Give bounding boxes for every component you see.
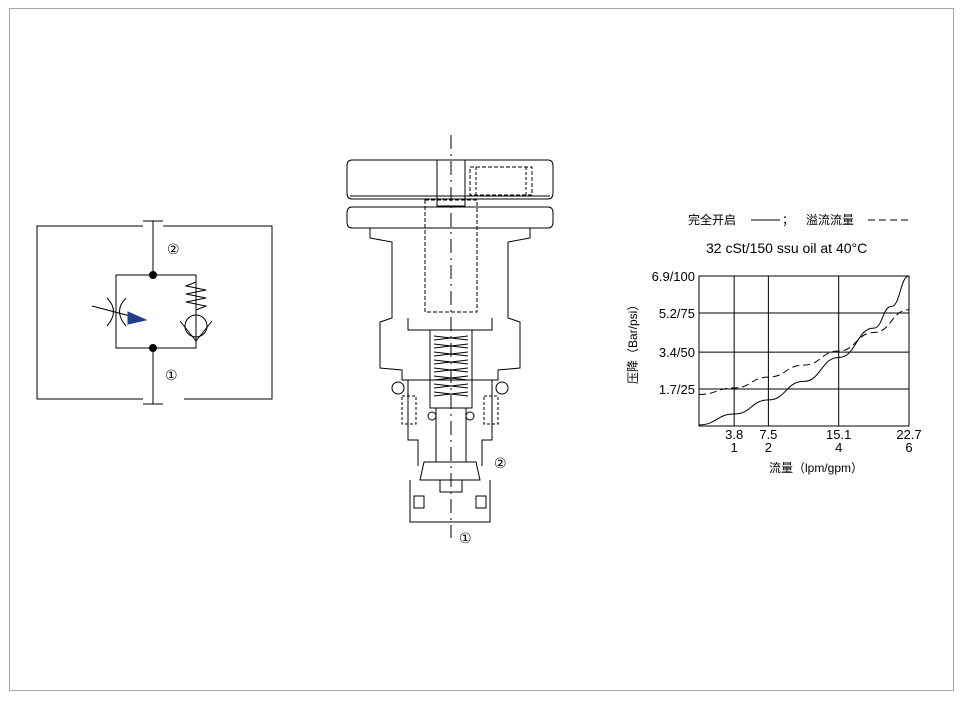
adjust-arrow-line	[91, 305, 135, 318]
symbol-envelope-left	[36, 225, 143, 400]
lock-nut	[346, 206, 554, 229]
poppet-ball-left	[427, 411, 437, 421]
page-frame	[9, 8, 954, 691]
chart-subtitle: 32 cSt/150 ssu oil at 40°C	[706, 240, 867, 256]
lower-o-ring-right	[475, 495, 487, 509]
valve-body	[369, 228, 531, 381]
x-tick-label-gpm: 1	[731, 440, 738, 455]
chart: 完全开启 ； 溢流流量 32 cSt/150 ssu oil at 40°C 1…	[626, 212, 922, 475]
x-tick-label-gpm: 4	[835, 440, 842, 455]
adjust-knob	[346, 159, 554, 200]
plot-border	[698, 275, 910, 427]
junction-dot-bottom	[149, 344, 157, 352]
symbol-port-2-label: ②	[167, 241, 180, 257]
body-shoulder	[407, 318, 493, 331]
section-port-1-label: ①	[459, 530, 472, 546]
x-tick-label-lpm: 7.5	[759, 427, 777, 442]
check-valve-spring	[184, 276, 208, 312]
x-axis-label: 流量（lpm/gpm）	[769, 461, 863, 475]
plot-area: 1.7/25 3.4/50 5.2/75 6.9/100 3.81 7.52 15.14 22…	[652, 269, 922, 455]
x-tick-label-lpm: 3.8	[725, 427, 743, 442]
legend-overflow-label: 溢流流量	[806, 213, 854, 227]
series-full-open-line	[698, 275, 910, 426]
legend-full-open-label: 完全开启	[688, 212, 736, 227]
lower-body	[409, 480, 491, 523]
o-ring-left	[391, 381, 405, 395]
adjust-arrow-head	[127, 311, 148, 325]
series-overflow-line	[698, 309, 910, 395]
y-tick-label: 5.2/75	[659, 306, 695, 321]
orifice-arc-left	[106, 297, 114, 327]
x-tick-label-gpm: 2	[765, 440, 772, 455]
legend-separator: ；	[782, 213, 794, 227]
hydraulic-symbol	[36, 220, 273, 405]
cartridge-sleeve	[407, 380, 493, 466]
section-port-2-label: ②	[494, 455, 507, 471]
x-tick-label-lpm: 15.1	[826, 427, 851, 442]
symbol-port-1-label: ①	[165, 367, 178, 383]
cartridge-section	[346, 135, 554, 538]
set-screw	[469, 166, 533, 196]
lower-o-ring-left	[413, 495, 425, 509]
poppet-ball-right	[465, 411, 475, 421]
o-ring-right	[495, 381, 509, 395]
x-tick-label-lpm: 22.7	[896, 427, 921, 442]
y-tick-label: 6.9/100	[652, 269, 695, 284]
y-tick-label: 1.7/25	[659, 382, 695, 397]
junction-dot-top	[149, 271, 157, 279]
sleeve-groove-left	[401, 395, 417, 425]
symbol-envelope-right	[163, 225, 273, 400]
sleeve-groove-right	[483, 395, 499, 425]
x-tick-label-gpm: 6	[905, 440, 912, 455]
orifice-arc-right	[119, 297, 127, 327]
check-valve-ball	[184, 314, 208, 338]
y-tick-label: 3.4/50	[659, 345, 695, 360]
cartridge-nose	[419, 461, 481, 481]
y-axis-label: 压降（Bar/psi）	[626, 299, 640, 384]
check-valve-seat	[179, 320, 213, 342]
